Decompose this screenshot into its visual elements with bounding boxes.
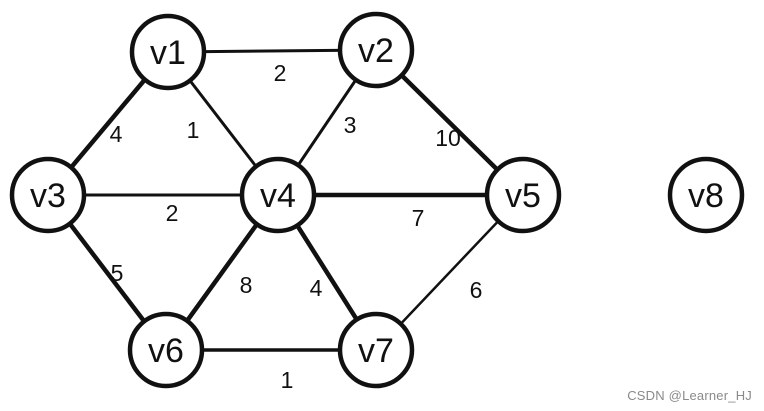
watermark: CSDN @Learner_HJ [627, 388, 752, 403]
edge-weight-v1-v3: 4 [110, 121, 123, 147]
node-v7: v7 [337, 311, 415, 389]
node-circle-v8 [667, 156, 745, 234]
edge-weight-v4-v5: 7 [412, 205, 425, 231]
node-label-v7: v7 [358, 332, 394, 370]
node-label-v3: v3 [30, 177, 66, 215]
node-label-v5: v5 [505, 177, 541, 215]
edge-weight-v3-v6: 5 [111, 260, 124, 286]
node-v5: v5 [484, 156, 562, 234]
edge-weight-v1-v4: 1 [187, 117, 200, 143]
node-circle-v6 [127, 311, 205, 389]
node-v3: v3 [9, 156, 87, 234]
node-v2: v2 [337, 11, 415, 89]
node-label-v8: v8 [688, 177, 724, 215]
node-circle-v1 [129, 13, 207, 91]
node-v1: v1 [129, 13, 207, 91]
edge-weights-layer: 2 4 1 3 10 2 5 7 8 4 6 1 [110, 60, 483, 393]
edge-weight-v4-v7: 4 [310, 275, 323, 301]
edge-weight-v6-v7: 1 [281, 367, 294, 393]
edge-weight-v2-v5: 10 [435, 125, 461, 151]
node-label-v6: v6 [148, 332, 184, 370]
node-circle-v7 [337, 311, 415, 389]
node-circle-v3 [9, 156, 87, 234]
node-v8: v8 [667, 156, 745, 234]
node-label-v4: v4 [260, 177, 296, 215]
edge-weight-v3-v4: 2 [166, 200, 179, 226]
node-v6: v6 [127, 311, 205, 389]
edge-weight-v5-v7: 6 [470, 277, 483, 303]
node-label-v1: v1 [150, 34, 186, 72]
edge-weight-v4-v6: 8 [240, 272, 253, 298]
edge-weight-v1-v2: 2 [274, 60, 287, 86]
node-circle-v4 [239, 156, 317, 234]
node-label-v2: v2 [358, 32, 394, 70]
nodes-layer: v1 v2 v3 v4 v5 v6 v7 v8 [9, 11, 745, 389]
node-v4: v4 [239, 156, 317, 234]
edge-weight-v2-v4: 3 [344, 112, 357, 138]
node-circle-v5 [484, 156, 562, 234]
node-circle-v2 [337, 11, 415, 89]
